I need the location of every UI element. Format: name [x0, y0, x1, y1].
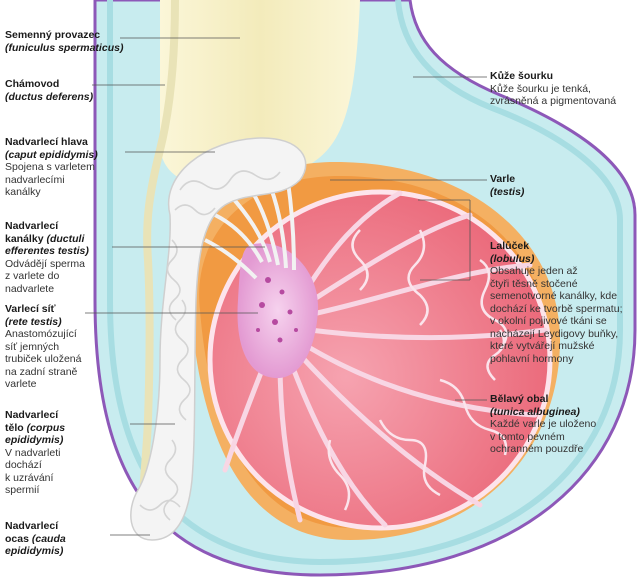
label-corpus-desc-4: spermií [5, 484, 40, 496]
label-lobulus: Lalůček (lobulus) Obsahuje jeden až čtyř… [490, 240, 638, 365]
label-ductuli: Nadvarlecí kanálky (ductuli efferentes t… [5, 220, 125, 295]
label-corpus-desc-1: V nadvarleti [5, 446, 61, 459]
label-funiculus-latin: (funiculus spermaticus) [5, 41, 124, 54]
label-ductuli-desc-2: z varlete do [5, 270, 60, 282]
label-ductuli-title2: kanálky [5, 232, 44, 245]
label-caput: Nadvarlecí hlava (caput epididymis) Spoj… [5, 136, 125, 199]
spermatic-cord [160, 0, 360, 187]
label-lobulus-desc-6: nacházejí Leydigovy buňky, [490, 327, 619, 340]
label-corpus-title2: tělo [5, 421, 24, 434]
label-ductuli-latin-inline: (ductuli [46, 232, 85, 245]
label-lobulus-latin: (lobulus) [490, 252, 535, 265]
label-corpus-latin: epididymis) [5, 434, 64, 446]
ductus-deferens-tube [139, 0, 179, 521]
label-ductuli-latin: efferentes testis) [5, 245, 89, 257]
label-corpus-latin-inline: (corpus [26, 421, 66, 434]
label-caput-title: Nadvarlecí hlava [5, 136, 88, 148]
label-rete-latin: (rete testis) [5, 315, 62, 328]
label-rete-desc-1: Anastomózující [5, 328, 77, 340]
label-varle-title: Varle [490, 173, 516, 185]
label-lobulus-desc-2: čtyři těsně stočené [490, 277, 578, 290]
label-kuze-desc-1: Kůže šourku je tenká, [490, 82, 591, 95]
epididymis [130, 137, 307, 541]
label-cauda: Nadvarlecí ocas (cauda epididymis) [5, 520, 125, 558]
label-ductuli-desc-1: Odvádějí sperma [5, 257, 85, 270]
label-varle-latin: (testis) [490, 185, 525, 198]
label-lobulus-desc-1: Obsahuje jeden až [490, 265, 578, 277]
tunica-albuginea [207, 189, 553, 531]
rete-testis [237, 243, 319, 379]
label-cauda-latin-inline: (cauda [31, 532, 66, 545]
label-kuze-desc-2: zvrásněná a pigmentovaná [490, 95, 617, 107]
label-cauda-latin: epididymis) [5, 545, 64, 557]
label-lobulus-title: Lalůček [490, 240, 530, 252]
label-funiculus: Semenný provazec (funiculus spermaticus) [5, 29, 125, 54]
label-ductus-title: Chámovod [5, 78, 60, 90]
label-ductuli-desc-3: nadvarlete [5, 282, 55, 295]
label-caput-desc-2: nadvarlecími [5, 173, 65, 186]
label-corpus-desc-3: k uzrávání [5, 471, 54, 484]
label-kuze: Kůže šourku Kůže šourku je tenká, zvrásn… [490, 70, 635, 108]
label-rete: Varlecí síť (rete testis) Anastomózující… [5, 303, 125, 391]
label-lobulus-desc-7: které vytvářejí mužské [490, 340, 595, 352]
label-cauda-title: Nadvarlecí [5, 520, 59, 532]
label-albuginea-latin: (tunica albuginea) [490, 405, 580, 418]
epididymis-coils [139, 170, 281, 521]
label-albuginea: Bělavý obal (tunica albuginea) Každé var… [490, 393, 638, 456]
label-corpus: Nadvarlecí tělo (corpus epididymis) V na… [5, 409, 125, 497]
label-lobulus-desc-8: pohlavní hormony [490, 352, 574, 365]
label-cauda-title2: ocas [5, 532, 29, 545]
label-albuginea-desc-1: Každé varle je uloženo [490, 418, 597, 430]
label-kuze-title: Kůže šourku [490, 70, 554, 82]
leader-lines [85, 37, 487, 536]
label-rete-desc-3: trubiček uložená [5, 353, 82, 365]
label-ductus-latin: (ductus deferens) [5, 90, 94, 103]
label-caput-latin: (caput epididymis) [5, 148, 98, 161]
label-rete-desc-4: na zadní straně [5, 365, 78, 378]
label-lobulus-desc-4: dochází ke tvorbě spermatu; [490, 302, 623, 315]
label-caput-desc-3: kanálky [5, 186, 41, 198]
label-corpus-desc-2: dochází [5, 459, 42, 471]
label-rete-desc-5: varlete [5, 378, 37, 390]
label-rete-desc-2: síť jemných [5, 340, 60, 353]
label-lobulus-desc-3: semenotvorné kanálky, kde [490, 290, 618, 302]
label-varle: Varle (testis) [490, 173, 630, 198]
label-corpus-title: Nadvarlecí [5, 409, 59, 421]
label-albuginea-desc-3: ochranném pouzdře [490, 443, 584, 455]
label-ductuli-title: Nadvarlecí [5, 220, 59, 232]
label-albuginea-title: Bělavý obal [490, 393, 549, 405]
label-rete-title: Varlecí síť [5, 303, 56, 315]
label-lobulus-desc-5: v okolní pojivové tkáni se [490, 315, 607, 327]
label-ductus: Chámovod (ductus deferens) [5, 78, 125, 103]
label-albuginea-desc-2: v tomto pevném [490, 430, 565, 443]
label-caput-desc-1: Spojena s varletem [5, 161, 95, 173]
seminiferous-tubules [327, 229, 508, 511]
rete-holes [256, 277, 298, 343]
label-funiculus-title: Semenný provazec [5, 29, 101, 41]
